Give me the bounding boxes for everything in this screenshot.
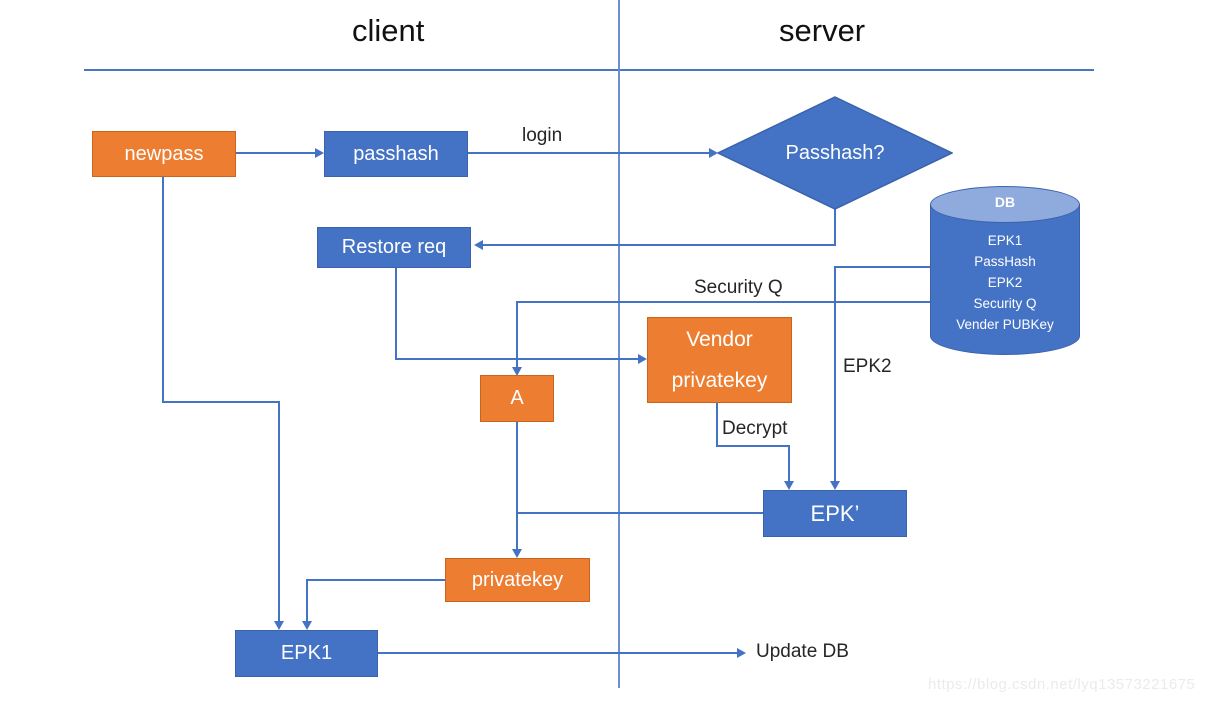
arrowhead-into-passhash: [315, 148, 324, 158]
connector-vendor-epkprime-h: [716, 445, 790, 447]
update-db-edge-label: Update DB: [756, 641, 849, 662]
arrowhead-into-privatekey: [512, 549, 522, 558]
connector-newpass-epk1-v2: [278, 401, 280, 622]
arrowhead-newpass-into-epk1: [274, 621, 284, 630]
connector-epkprime-a-h: [518, 512, 763, 514]
connector-db-a-v: [516, 301, 518, 367]
newpass-node-label: newpass: [124, 142, 204, 165]
decision-diamond-shape: [716, 96, 954, 210]
login-edge-label: login: [522, 125, 563, 146]
decrypt-edge-label: Decrypt: [722, 418, 788, 439]
arrowhead-into-restorereq: [474, 240, 483, 250]
arrowhead-decrypt-into-epkprime: [784, 481, 794, 490]
db-item-epk2: EPK2: [987, 275, 1023, 290]
epk-prime-node: EPK’: [763, 490, 907, 537]
vendor-privatekey-label-line1: Vendor: [686, 328, 753, 351]
db-item-vender-pubkey: Vender PUBKey: [956, 317, 1054, 332]
epk2-edge-label: EPK2: [843, 356, 892, 377]
connector-privatekey-epk1-v: [306, 579, 308, 622]
server-lane-title: server: [779, 13, 866, 48]
connector-epk1-updatedb: [378, 652, 738, 654]
arrowhead-privatekey-into-epk1: [302, 621, 312, 630]
connector-db-epkprime-h: [836, 266, 932, 268]
connector-newpass-epk1-v1: [162, 177, 164, 403]
epk1-node-label: EPK1: [280, 642, 333, 664]
a-node-label: A: [510, 387, 524, 409]
header-underline: [84, 69, 1094, 71]
vendor-privatekey-label-line2: privatekey: [671, 369, 768, 392]
connector-passhash-decision: [468, 152, 710, 154]
arrowhead-into-decision: [709, 148, 718, 158]
db-item-epk1: EPK1: [987, 233, 1023, 248]
passhash-decision-label: Passhash?: [785, 141, 885, 164]
restore-req-node-label: Restore req: [341, 236, 447, 258]
connector-restorereq-vendor-h: [395, 358, 639, 360]
watermark-text: https://blog.csdn.net/lyq13573221675: [928, 676, 1196, 693]
db-item-passhash: PassHash: [974, 254, 1036, 269]
connector-db-a-h: [518, 301, 932, 303]
connector-vendor-epkprime-v2: [788, 445, 790, 482]
a-node: A: [480, 375, 554, 422]
db-items-list: EPK1 PassHash EPK2 Security Q Vender PUB…: [930, 230, 1080, 335]
arrowhead-into-vendor: [638, 354, 647, 364]
db-item-security-q: Security Q: [973, 296, 1037, 311]
connector-newpass-passhash: [236, 152, 316, 154]
db-cylinder-node: DB EPK1 PassHash EPK2 Security Q Vender …: [930, 186, 1080, 355]
connector-privatekey-epk1-h: [307, 579, 445, 581]
arrowhead-update-db: [737, 648, 746, 658]
client-server-divider: [618, 0, 620, 688]
arrowhead-epk2-into-epkprime: [830, 481, 840, 490]
connector-vendor-epkprime-v1: [716, 403, 718, 447]
connector-db-epkprime-v: [834, 266, 836, 481]
connector-a-privatekey-v: [516, 422, 518, 550]
epk1-node: EPK1: [235, 630, 378, 677]
arrowhead-into-a: [512, 367, 522, 376]
passhash-node-label: passhash: [353, 142, 439, 165]
db-cylinder-top: [930, 186, 1080, 223]
db-cylinder-body: [930, 204, 1080, 355]
db-title: DB: [994, 194, 1016, 210]
connector-newpass-epk1-h: [162, 401, 280, 403]
passhash-node: passhash: [324, 131, 468, 177]
newpass-node: newpass: [92, 131, 236, 177]
vendor-privatekey-node: Vendor privatekey: [647, 317, 792, 403]
connector-decision-restorereq-v: [834, 208, 836, 246]
epk-prime-node-label: EPK’: [810, 500, 860, 526]
client-lane-title: client: [352, 13, 425, 48]
restore-req-node: Restore req: [317, 227, 471, 268]
connector-decision-restorereq-h: [483, 244, 836, 246]
security-q-edge-label: Security Q: [694, 277, 783, 298]
privatekey-node-label: privatekey: [471, 568, 564, 591]
privatekey-node: privatekey: [445, 558, 590, 602]
passhash-decision-node: Passhash?: [716, 96, 954, 210]
connector-restorereq-vendor-v: [395, 268, 397, 360]
